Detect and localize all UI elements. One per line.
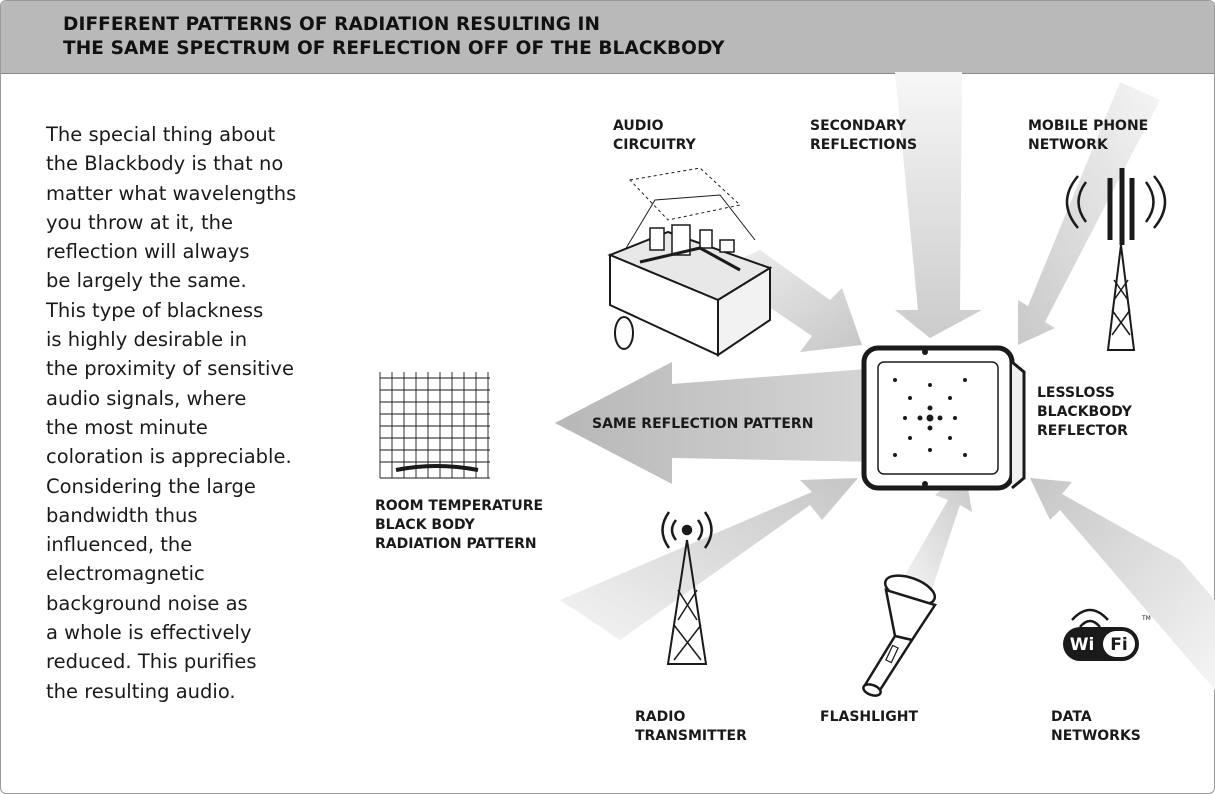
wifi-logo-right-text: Fi xyxy=(1110,635,1127,655)
flashlight-beam xyxy=(905,470,972,595)
description-text: The special thing about the Blackbody is… xyxy=(46,120,346,706)
description-line: is highly desirable in xyxy=(46,328,248,352)
secondary-reflections-label-line: REFLECTIONS xyxy=(810,137,918,153)
secondary-reflections-label: SECONDARY REFLECTIONS xyxy=(810,117,917,155)
radio-transmitter-beam xyxy=(560,478,858,640)
description-line: The special thing about xyxy=(46,123,276,146)
description-line: coloration is appreciable. xyxy=(46,445,292,469)
description-line: be largely the same. xyxy=(46,269,247,293)
blackbody-reflector-icon xyxy=(861,345,1026,491)
flashlight-icon xyxy=(862,574,937,697)
lessloss-reflector-label: LESSLOSS BLACKBODY REFLECTOR xyxy=(1037,384,1132,441)
room-temperature-label: ROOM TEMPERATURE BLACK BODY RADIATION PA… xyxy=(375,497,543,554)
description-line: bandwidth thus xyxy=(46,503,198,527)
radio-transmitter-label: RADIO TRANSMITTER xyxy=(635,708,747,746)
description-line: background noise as xyxy=(46,591,248,615)
data-networks-label-line: DATA xyxy=(1051,709,1092,725)
radio-transmitter-icon xyxy=(661,511,713,665)
description-line: the proximity of sensitive xyxy=(46,357,294,381)
description-line: audio signals, where xyxy=(46,386,247,410)
room-temperature-label-line: ROOM TEMPERATURE xyxy=(375,498,544,514)
description-line: influenced, the xyxy=(46,533,193,557)
description-line: the most minute xyxy=(46,415,208,439)
radio-transmitter-label-line: TRANSMITTER xyxy=(635,728,747,744)
blackbody-grid-chart xyxy=(379,372,490,479)
description-line: matter what wavelengths xyxy=(46,181,297,205)
lessloss-reflector-label-line: LESSLOSS xyxy=(1037,385,1115,401)
same-reflection-arrow xyxy=(555,362,880,484)
room-temperature-label-line: BLACK BODY xyxy=(375,517,475,533)
data-networks-beam xyxy=(1030,478,1215,690)
mobile-phone-network-label-line: NETWORK xyxy=(1028,137,1108,153)
description-line: reflection will always xyxy=(46,240,250,264)
description-line: the resulting audio. xyxy=(46,679,236,703)
description-line: the Blackbody is that no xyxy=(46,152,284,176)
flashlight-label: FLASHLIGHT xyxy=(820,709,919,725)
same-reflection-pattern-label: SAME REFLECTION PATTERN xyxy=(592,416,814,432)
wifi-trademark: TM xyxy=(1141,615,1151,622)
wifi-logo-left-text: Wi xyxy=(1070,635,1095,655)
title-line-2: THE SAME SPECTRUM OF REFLECTION OFF OF T… xyxy=(63,38,725,59)
description-line: electromagnetic xyxy=(46,562,205,586)
wifi-logo-icon: Wi Fi TM xyxy=(1063,608,1151,661)
mobile-tower-icon xyxy=(1065,168,1167,351)
title-line-1: DIFFERENT PATTERNS OF RADIATION RESULTIN… xyxy=(63,14,601,35)
audio-circuitry-icon xyxy=(607,167,773,357)
description-line: you throw at it, the xyxy=(46,210,233,234)
audio-circuitry-label-line: AUDIO xyxy=(613,118,664,134)
description-line: This type of blackness xyxy=(46,298,264,322)
lessloss-reflector-label-line: BLACKBODY xyxy=(1037,404,1132,420)
mobile-phone-network-label: MOBILE PHONE NETWORK xyxy=(1028,117,1148,155)
lessloss-reflector-label-line: REFLECTOR xyxy=(1037,423,1128,439)
mobile-phone-network-label-line: MOBILE PHONE xyxy=(1028,118,1149,134)
data-networks-label-line: NETWORKS xyxy=(1051,728,1141,744)
title-banner: DIFFERENT PATTERNS OF RADIATION RESULTIN… xyxy=(1,1,1214,74)
secondary-reflections-beam xyxy=(895,72,982,338)
mobile-network-beam xyxy=(1018,82,1160,345)
room-temperature-label-line: RADIATION PATTERN xyxy=(375,536,537,552)
description-line: Considering the large xyxy=(46,474,256,498)
description-line: reduced. This purifies xyxy=(46,650,257,674)
data-networks-label: DATA NETWORKS xyxy=(1051,708,1141,746)
description-line: a whole is effectively xyxy=(46,621,252,645)
radio-transmitter-label-line: RADIO xyxy=(635,709,686,725)
audio-circuitry-label: AUDIO CIRCUITRY xyxy=(613,117,696,155)
audio-circuitry-label-line: CIRCUITRY xyxy=(613,137,696,153)
secondary-reflections-label-line: SECONDARY xyxy=(810,118,907,134)
